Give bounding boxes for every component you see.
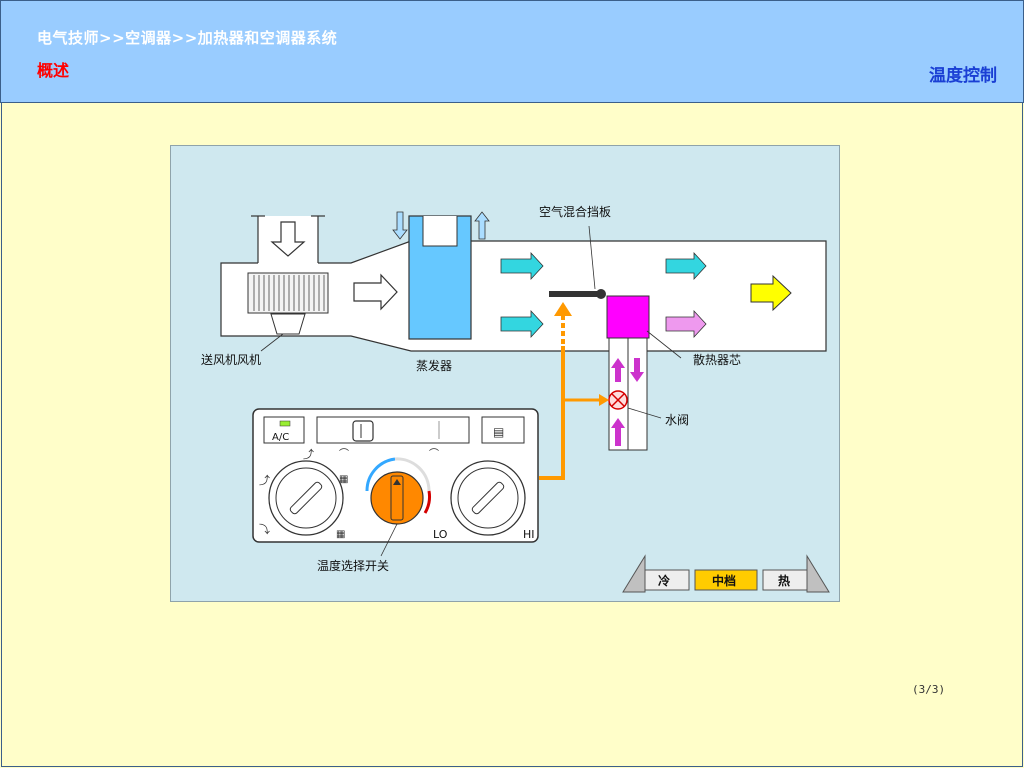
water-valve-label: 水阀 — [665, 413, 689, 427]
defrost-mode-icon: ▦ — [339, 474, 348, 485]
rear-defrost-icon: ▤ — [493, 425, 504, 439]
coolant-up-arrow-icon — [611, 358, 625, 382]
refrigerant-in-arrow-icon — [392, 211, 408, 240]
hot-button[interactable]: 热 — [762, 554, 830, 593]
blower-label: 送风机风机 — [201, 352, 261, 367]
mid-button-label: 中档 — [712, 573, 736, 588]
output-air-arrow-icon — [750, 274, 792, 312]
hi-label: HI — [523, 528, 535, 541]
inlet-arrow-icon — [270, 221, 306, 257]
rear-defrost-button[interactable]: ▤ — [481, 416, 525, 444]
fresh-air-icon: ⌒ — [429, 448, 439, 460]
refrigerant-out-arrow-icon — [474, 211, 490, 240]
warm-air-arrow-icon — [665, 309, 707, 339]
cool-air-arrow-icon — [500, 309, 544, 339]
temperature-control-diagram: 送风机风机 蒸发器 空气混合挡板 — [201, 204, 830, 593]
air-mix-damper — [549, 225, 606, 299]
flow-arrow-icon — [353, 273, 398, 311]
ac-label: A/C — [272, 432, 289, 443]
coolant-down-arrow-icon — [630, 358, 644, 382]
evaporator — [408, 215, 472, 340]
cold-button[interactable]: 冷 — [622, 554, 690, 593]
lo-label: LO — [433, 528, 448, 541]
recirculate-icon: ⌒ — [339, 448, 349, 460]
windshield-mode-icon: ▦ — [336, 529, 345, 540]
temp-switch-label: 温度选择开关 — [317, 558, 389, 573]
cold-button-label: 冷 — [658, 573, 670, 588]
header-bar: 电气技师>>空调器>>加热器和空调器系统 概述 温度控制 — [0, 0, 1024, 103]
content-frame — [1, 102, 1023, 767]
ac-button[interactable]: A/C — [263, 416, 305, 444]
fan-speed-knob[interactable]: LO HI — [433, 460, 535, 541]
hot-button-label: 热 — [778, 573, 790, 588]
blower-fan — [247, 272, 329, 352]
vent-mode-icon: ⤴ — [259, 473, 270, 487]
page-indicator: (3/3) — [912, 683, 946, 696]
section-title: 概述 — [37, 61, 70, 80]
evaporator-label: 蒸发器 — [416, 358, 452, 373]
temperature-knob[interactable] — [365, 457, 431, 525]
mid-button[interactable]: 中档 — [694, 569, 758, 591]
topic-title: 温度控制 — [929, 66, 997, 86]
mode-knob[interactable]: ⤴ ⤴ ▦ ⤵ ▦ — [259, 447, 348, 540]
floor-mode-icon: ⤵ — [259, 523, 270, 536]
breadcrumb: 电气技师>>空调器>>加热器和空调器系统 — [37, 29, 338, 47]
water-valve — [608, 390, 662, 419]
air-mix-damper-label: 空气混合挡板 — [539, 204, 611, 219]
heater-core-label: 散热器芯 — [693, 352, 741, 367]
diagram-panel: 送风机风机 蒸发器 空气混合挡板 — [170, 145, 840, 602]
cool-air-arrow-icon — [500, 251, 544, 281]
coolant-up-arrow-icon — [611, 418, 625, 446]
intake-slider[interactable] — [316, 416, 470, 444]
climate-control-panel: A/C ▤ ⌒ ⌒ ⤴ ⤴ ▦ — [252, 408, 539, 557]
mode-buttons: 冷 中档 热 — [622, 554, 830, 593]
cool-air-arrow-icon — [665, 251, 707, 281]
control-linkage — [539, 302, 609, 480]
face-mode-icon: ⤴ — [303, 447, 314, 461]
